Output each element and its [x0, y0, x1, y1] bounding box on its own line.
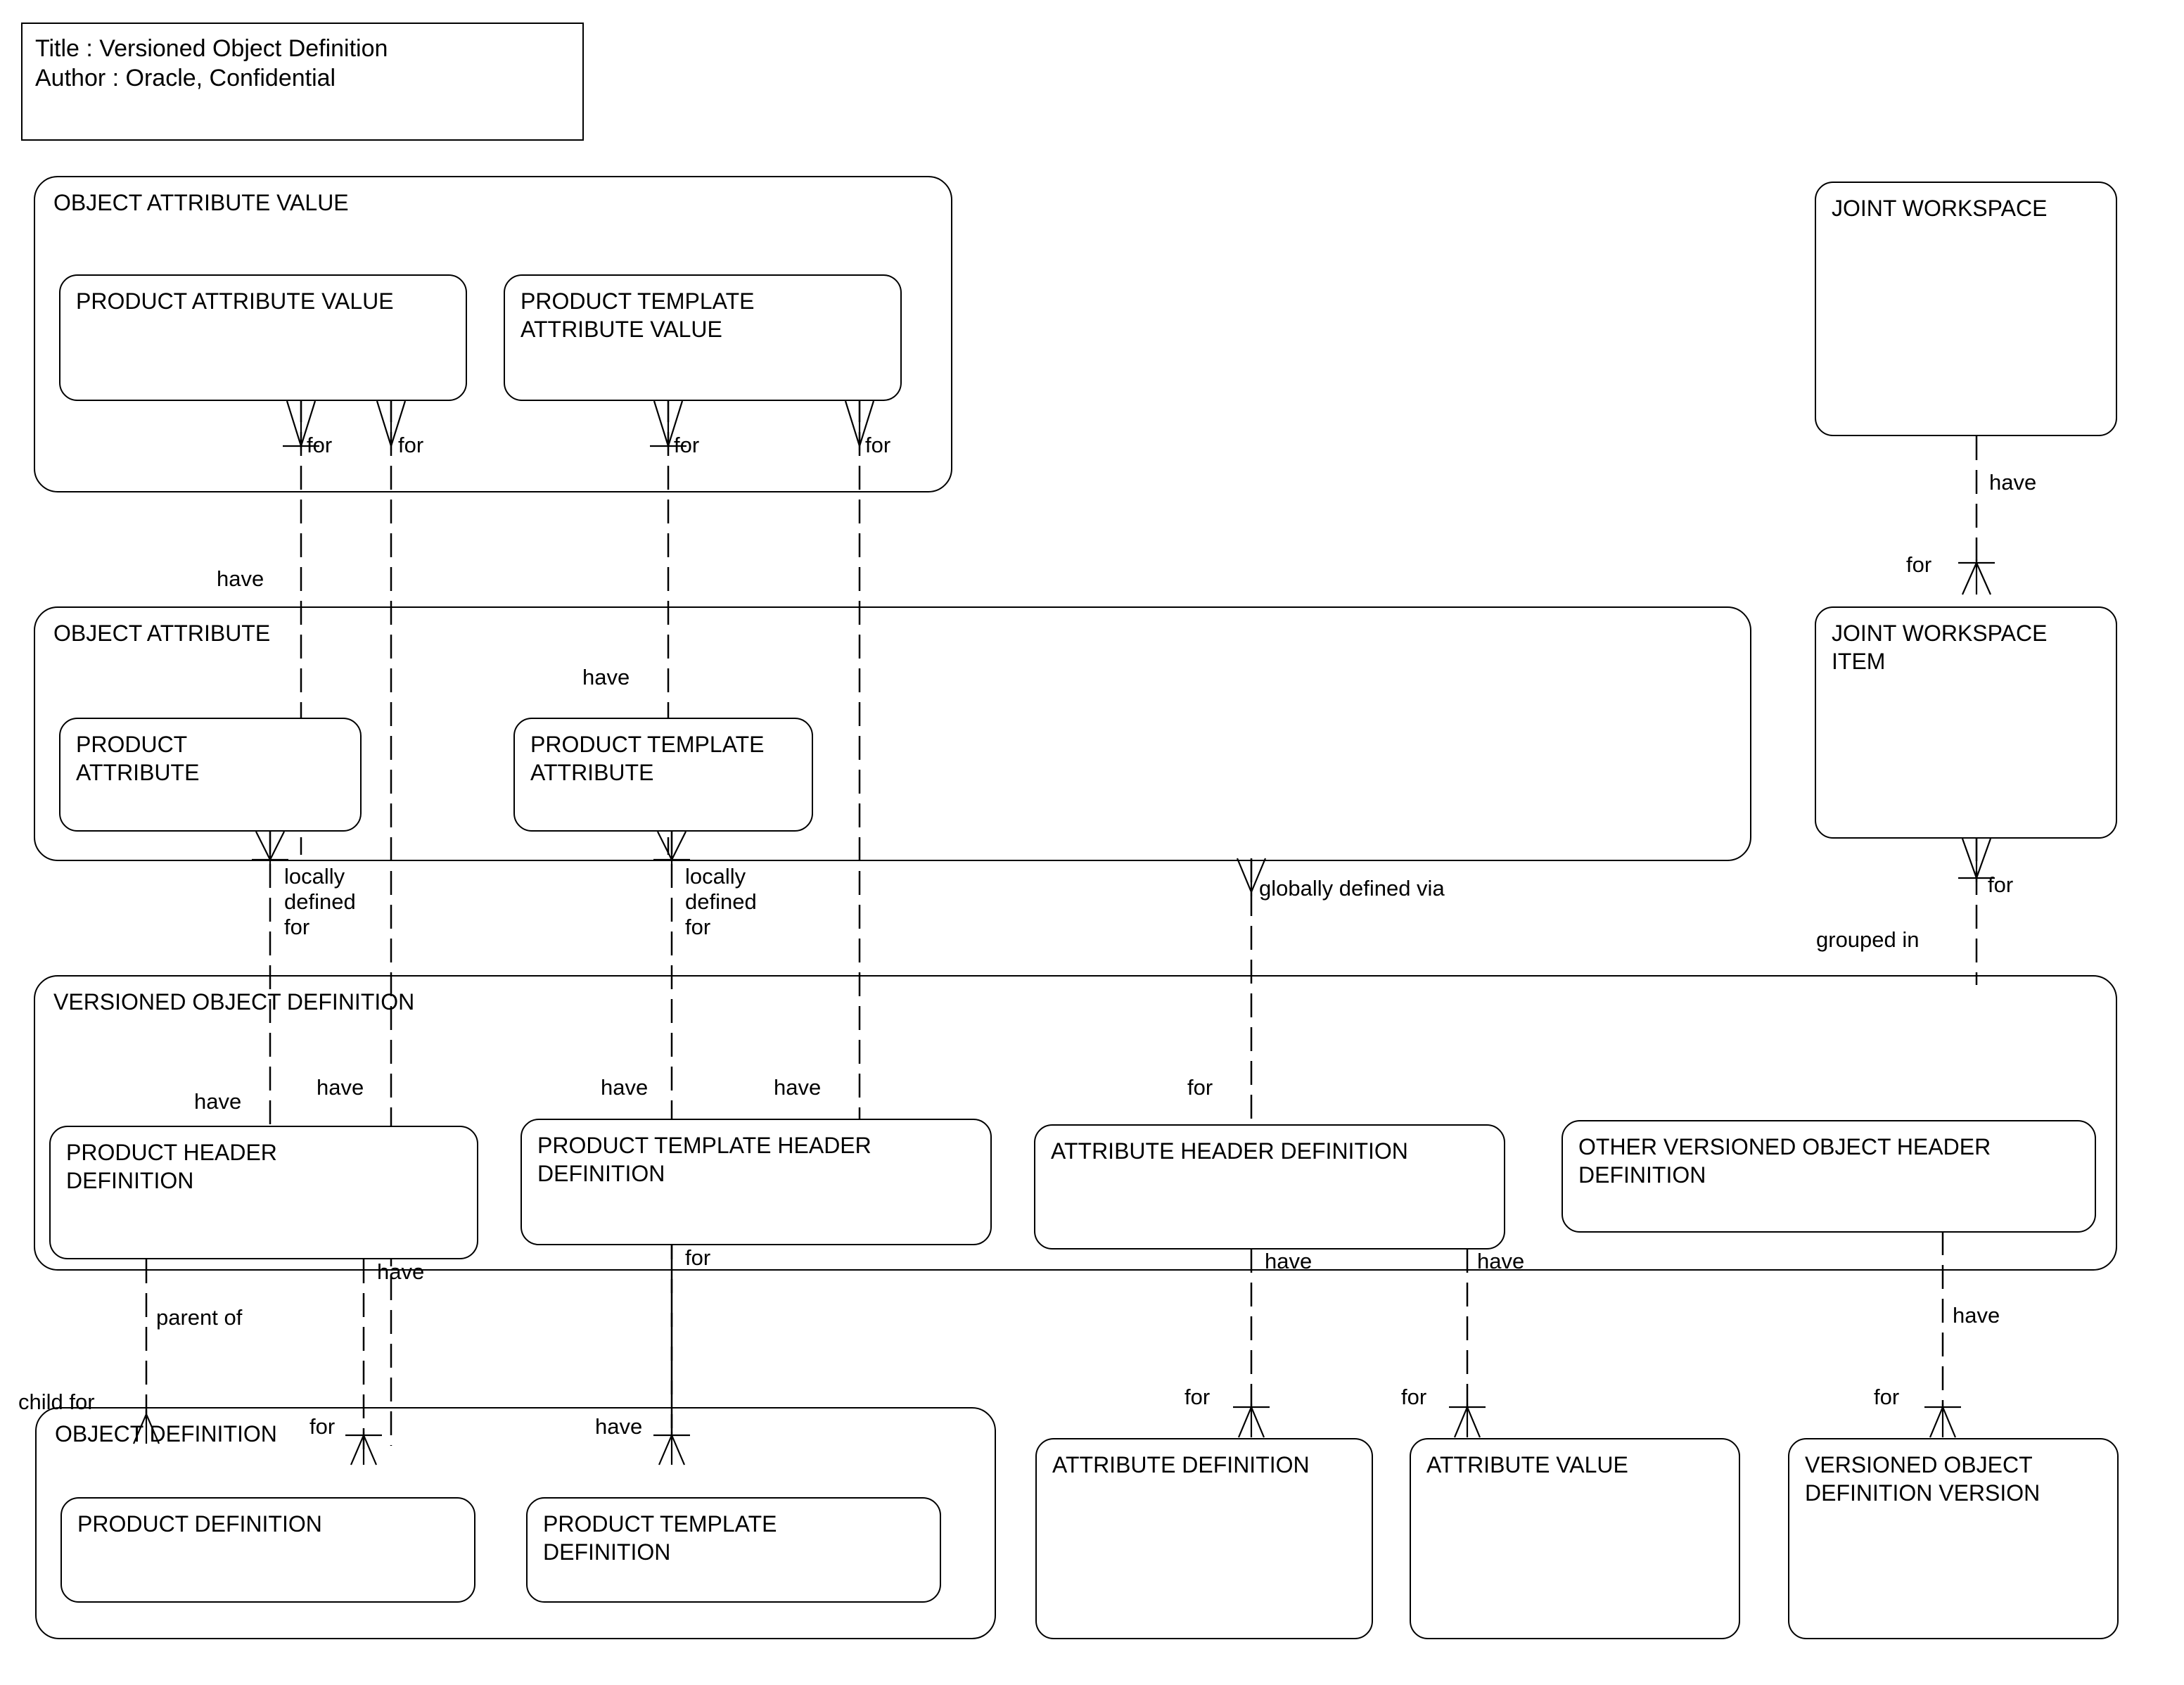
entity-label-product-template-header-definition: PRODUCT TEMPLATE HEADER DEFINITION — [537, 1133, 871, 1186]
supertype-label-object-definition: OBJECT DEFINITION — [55, 1421, 277, 1446]
entity-product-template-definition[interactable]: PRODUCT TEMPLATE DEFINITION — [526, 1497, 941, 1603]
relationship-label-grouped-in: grouped in — [1816, 927, 1920, 952]
relationship-label-for-8: for — [685, 1245, 711, 1270]
entity-label-attribute-value: ATTRIBUTE VALUE — [1426, 1452, 1628, 1477]
entity-attribute-header-definition[interactable]: ATTRIBUTE HEADER DEFINITION — [1034, 1124, 1505, 1250]
relationship-label-parent-of: parent of — [156, 1305, 243, 1330]
relationship-label-have-5: have — [317, 1075, 364, 1100]
relationship-label-have-6: have — [601, 1075, 649, 1100]
relationship-label-for-3: for — [674, 433, 700, 457]
supertype-label-object-attribute: OBJECT ATTRIBUTE — [53, 621, 271, 646]
relationship-label-locally-defined-for-1: locally defined for — [284, 864, 356, 939]
entity-joint-workspace[interactable]: JOINT WORKSPACE — [1815, 182, 2117, 436]
relationship-label-for-11: for — [1401, 1385, 1427, 1409]
relationship-label-for-5: for — [1906, 552, 1932, 577]
relationship-label-locally-defined-for-2: locally defined for — [685, 864, 757, 939]
supertype-versioned-object-definition[interactable]: VERSIONED OBJECT DEFINITION — [34, 975, 2117, 1271]
relationship-label-have-7: have — [774, 1075, 822, 1100]
entity-product-template-header-definition[interactable]: PRODUCT TEMPLATE HEADER DEFINITION — [521, 1119, 992, 1245]
entity-label-product-template-attribute-value: PRODUCT TEMPLATE ATTRIBUTE VALUE — [521, 288, 755, 342]
supertype-object-definition[interactable]: OBJECT DEFINITION — [35, 1407, 996, 1639]
entity-label-joint-workspace-item: JOINT WORKSPACE ITEM — [1832, 621, 2048, 674]
supertype-label-versioned-object-definition: VERSIONED OBJECT DEFINITION — [53, 989, 415, 1015]
entity-label-joint-workspace: JOINT WORKSPACE — [1832, 196, 2048, 221]
relationship-label-for-6: for — [1988, 872, 2014, 897]
relationship-label-child-for: child for — [18, 1390, 95, 1414]
entity-label-other-versioned-object-header-definition: OTHER VERSIONED OBJECT HEADER DEFINITION — [1578, 1134, 1991, 1188]
entity-attribute-value[interactable]: ATTRIBUTE VALUE — [1410, 1438, 1740, 1639]
entity-product-definition[interactable]: PRODUCT DEFINITION — [60, 1497, 475, 1603]
entity-product-attribute-value[interactable]: PRODUCT ATTRIBUTE VALUE — [59, 274, 467, 401]
supertype-label-object-attribute-value: OBJECT ATTRIBUTE VALUE — [53, 190, 349, 215]
entity-label-product-attribute: PRODUCT ATTRIBUTE — [76, 732, 200, 785]
title-line: Title : Versioned Object Definition — [35, 35, 388, 62]
entity-label-product-attribute-value: PRODUCT ATTRIBUTE VALUE — [76, 288, 394, 314]
relationship-label-have-9: have — [1265, 1249, 1313, 1273]
entity-attribute-definition[interactable]: ATTRIBUTE DEFINITION — [1035, 1438, 1373, 1639]
entity-label-product-header-definition: PRODUCT HEADER DEFINITION — [66, 1140, 277, 1193]
entity-label-product-template-attribute: PRODUCT TEMPLATE ATTRIBUTE — [530, 732, 765, 785]
relationship-label-for-10: for — [1184, 1385, 1211, 1409]
supertype-object-attribute-value[interactable]: OBJECT ATTRIBUTE VALUE — [34, 176, 952, 492]
relationship-label-have-3: have — [1989, 470, 2037, 495]
relationship-label-have-1: have — [217, 566, 264, 591]
relationship-label-have-4: have — [194, 1089, 242, 1114]
relationship-label-for-12: for — [1874, 1385, 1900, 1409]
relationship-label-have-11: have — [595, 1414, 643, 1439]
relationship-label-for-1: for — [307, 433, 333, 457]
entity-label-product-definition: PRODUCT DEFINITION — [77, 1511, 322, 1537]
supertype-object-attribute[interactable]: OBJECT ATTRIBUTE — [34, 606, 1751, 861]
entity-product-header-definition[interactable]: PRODUCT HEADER DEFINITION — [49, 1126, 478, 1259]
relationship-label-for-7: for — [1187, 1075, 1213, 1100]
entity-label-attribute-definition: ATTRIBUTE DEFINITION — [1052, 1452, 1310, 1477]
relationship-label-have-12: have — [1953, 1303, 2000, 1328]
relationship-label-have-10: have — [1477, 1249, 1525, 1273]
relationship-label-globally-defined-via: globally defined via — [1259, 876, 1445, 901]
entity-product-template-attribute[interactable]: PRODUCT TEMPLATE ATTRIBUTE — [513, 718, 813, 832]
relationship-label-have-8: have — [377, 1259, 425, 1284]
entity-label-versioned-object-definition-version: VERSIONED OBJECT DEFINITION VERSION — [1805, 1452, 2041, 1506]
entity-product-attribute[interactable]: PRODUCT ATTRIBUTE — [59, 718, 362, 832]
title-block: Title : Versioned Object Definition Auth… — [21, 23, 584, 141]
relationship-label-for-2: for — [398, 433, 424, 457]
relationship-label-have-2: have — [582, 665, 630, 689]
author-line: Author : Oracle, Confidential — [35, 65, 336, 91]
entity-label-product-template-definition: PRODUCT TEMPLATE DEFINITION — [543, 1511, 777, 1565]
entity-versioned-object-definition-version[interactable]: VERSIONED OBJECT DEFINITION VERSION — [1788, 1438, 2119, 1639]
relationship-label-for-4: for — [865, 433, 891, 457]
entity-label-attribute-header-definition: ATTRIBUTE HEADER DEFINITION — [1051, 1138, 1408, 1164]
entity-joint-workspace-item[interactable]: JOINT WORKSPACE ITEM — [1815, 606, 2117, 839]
entity-other-versioned-object-header-definition[interactable]: OTHER VERSIONED OBJECT HEADER DEFINITION — [1562, 1120, 2096, 1233]
relationship-label-for-9: for — [309, 1414, 336, 1439]
entity-product-template-attribute-value[interactable]: PRODUCT TEMPLATE ATTRIBUTE VALUE — [504, 274, 902, 401]
